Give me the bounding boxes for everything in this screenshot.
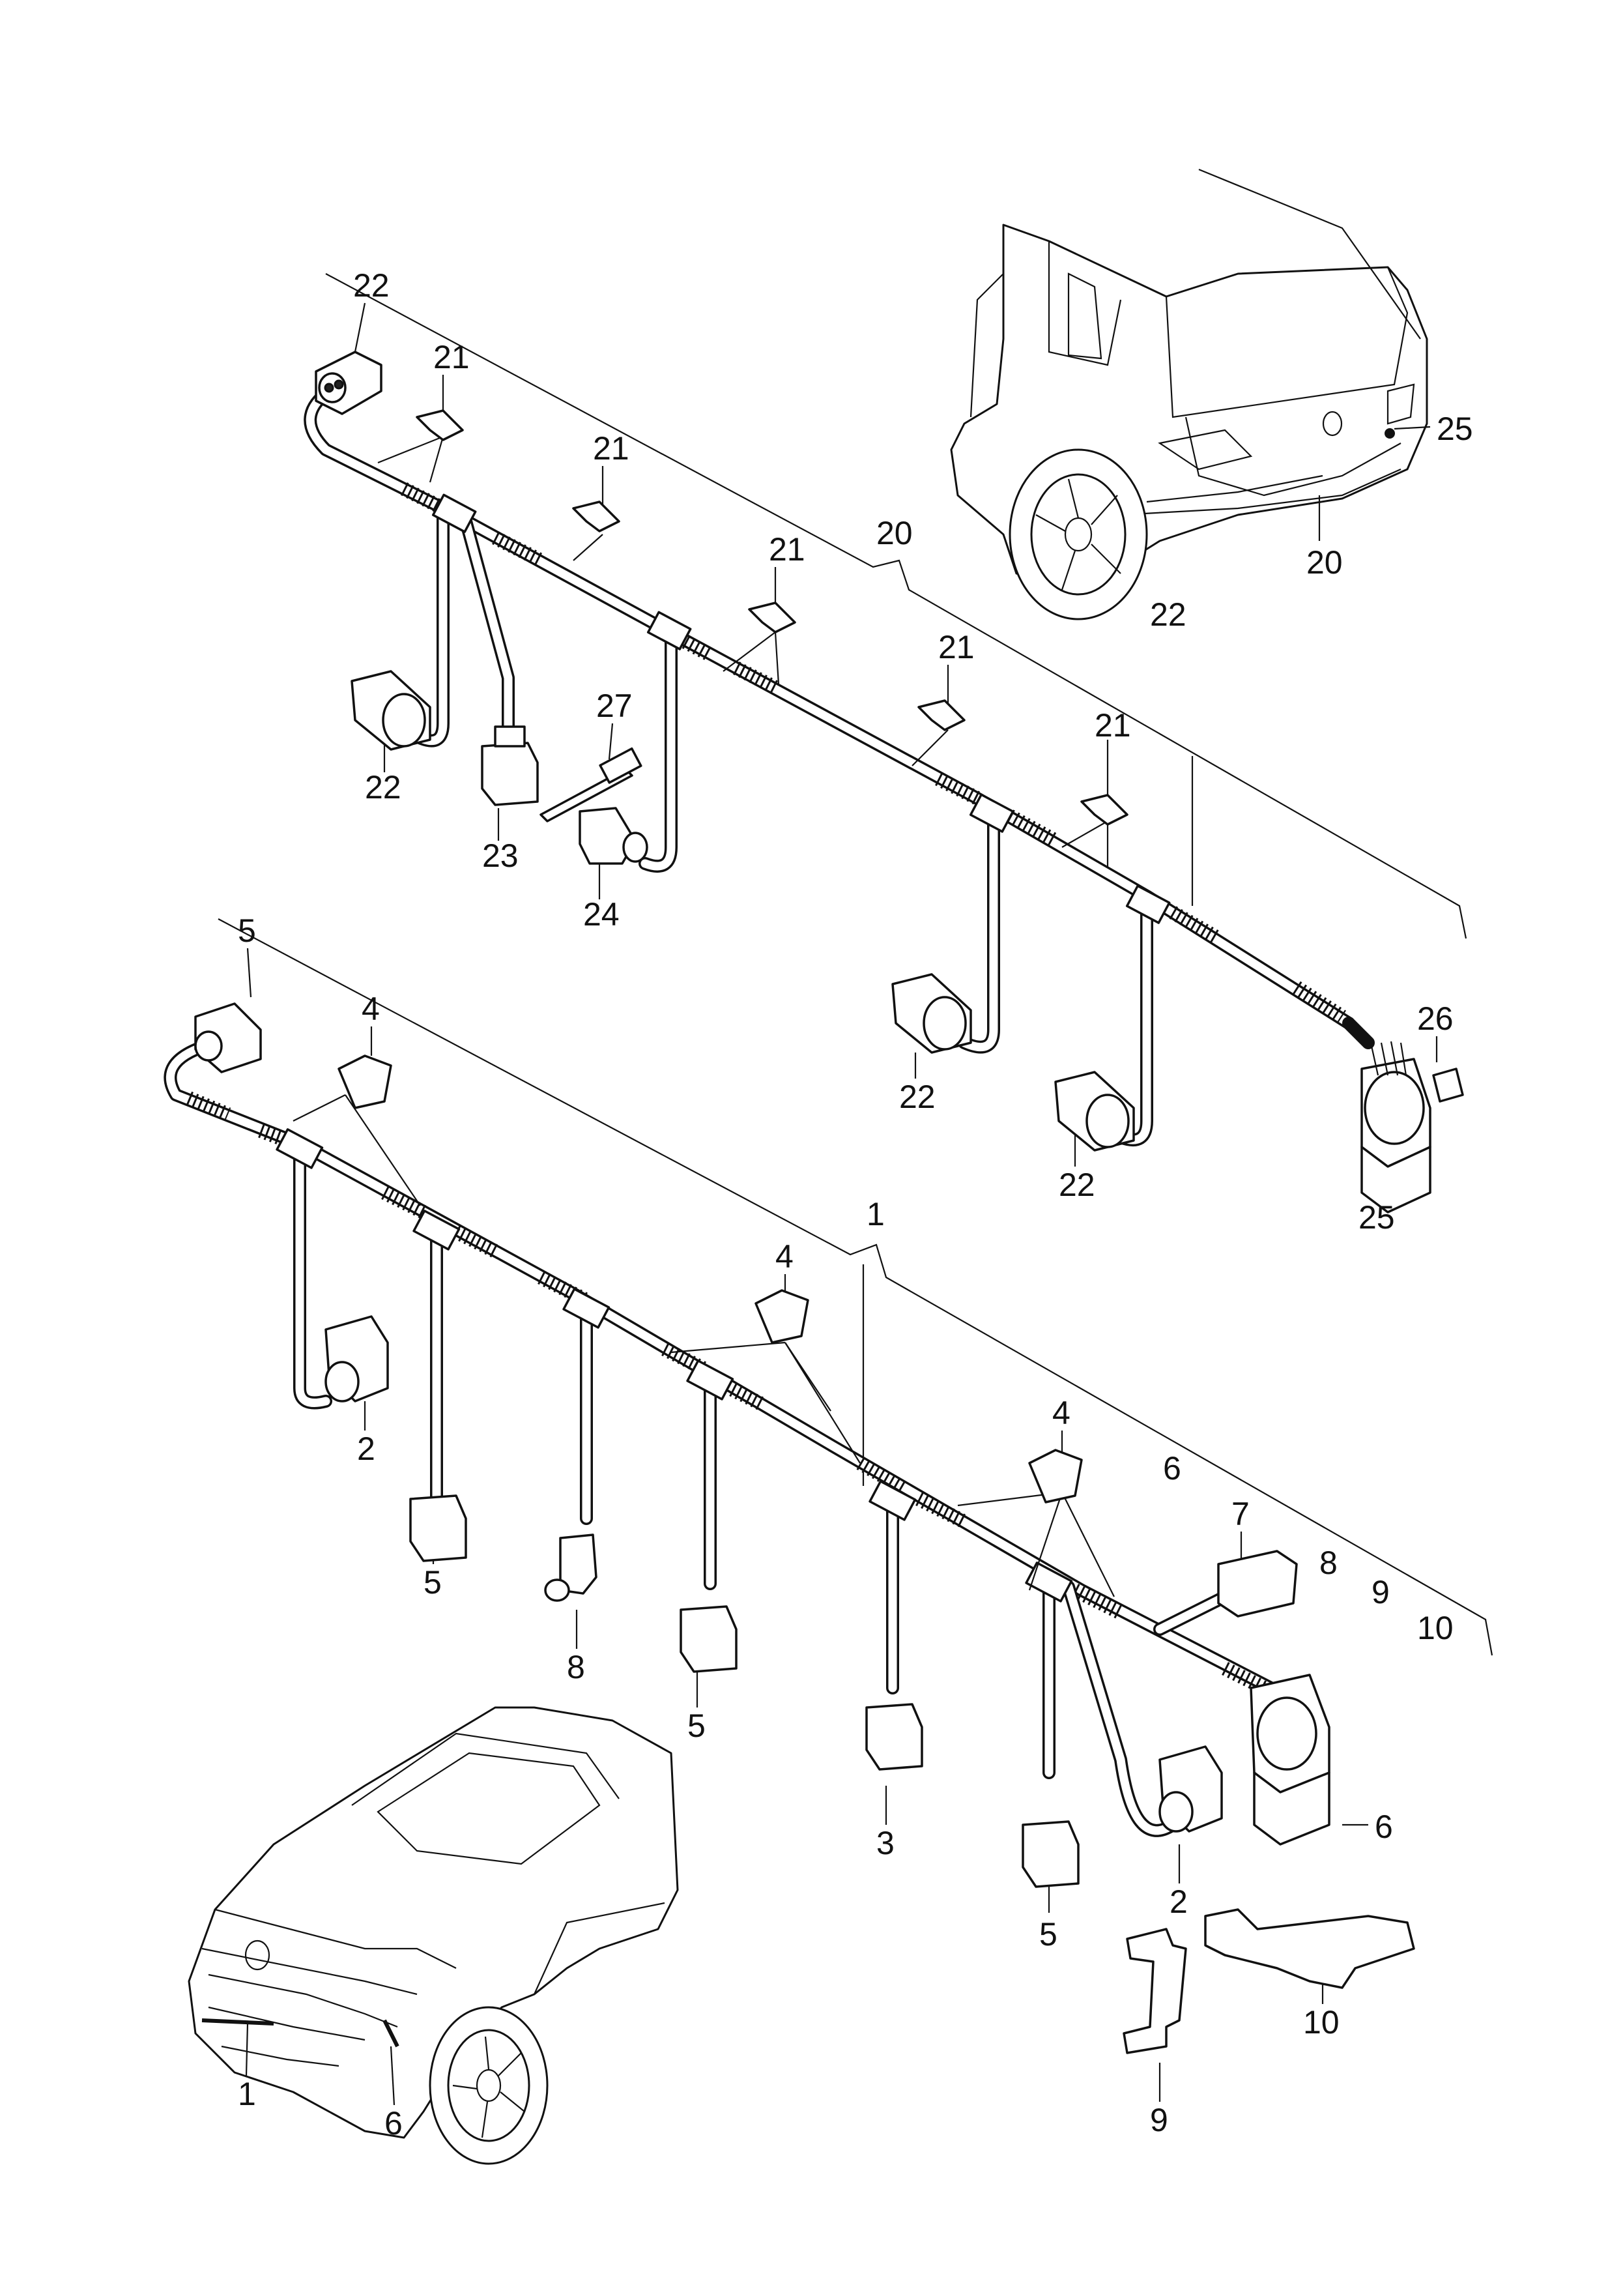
callout-5: 5 <box>238 912 256 949</box>
front-harness-1 <box>164 918 1493 2102</box>
callout-6: 6 <box>1375 1809 1393 1845</box>
callout-24: 24 <box>583 896 620 933</box>
callout-26: 26 <box>1417 1000 1454 1037</box>
callout-21: 21 <box>769 531 805 568</box>
callout-6: 6 <box>1163 1450 1181 1487</box>
callout-1: 1 <box>238 2076 256 2112</box>
callout-22: 22 <box>1150 596 1186 633</box>
callout-20: 20 <box>1306 544 1343 581</box>
callout-22: 22 <box>1059 1167 1095 1203</box>
callout-6: 6 <box>384 2105 403 2142</box>
callout-4: 4 <box>362 991 380 1027</box>
callout-21: 21 <box>593 430 629 467</box>
connector-icon <box>194 1002 1298 1888</box>
callout-3: 3 <box>876 1825 895 1861</box>
callout-20: 20 <box>876 515 913 551</box>
callout-10: 10 <box>1417 1610 1454 1646</box>
callout-2: 2 <box>1170 1883 1188 1920</box>
callout-5: 5 <box>1039 1916 1057 1953</box>
callout-10: 10 <box>1303 2004 1340 2041</box>
callout-5: 5 <box>424 1564 442 1601</box>
connector-icon <box>1250 1674 1330 1846</box>
callout-9: 9 <box>1150 2102 1168 2138</box>
callout-21: 21 <box>1095 707 1131 744</box>
callout-4: 4 <box>1052 1395 1070 1431</box>
cable-tie-icon <box>539 747 642 822</box>
vehicle-rear-icon <box>950 168 1428 620</box>
clip-icon <box>338 1054 1083 1504</box>
callout-5: 5 <box>687 1707 706 1744</box>
callout-8: 8 <box>567 1649 585 1685</box>
rear-harness-20 <box>304 273 1467 1193</box>
callout-25: 25 <box>1358 1199 1395 1236</box>
sensor-icon <box>324 1315 1223 1833</box>
connector-icon <box>1360 1041 1431 1213</box>
callout-labels: 22 21 21 21 21 21 20 27 22 23 24 25 20 2… <box>238 267 1473 2142</box>
callout-22: 22 <box>899 1079 936 1115</box>
callout-7: 7 <box>1231 1496 1250 1532</box>
callout-8: 8 <box>1319 1545 1338 1581</box>
clip-icon <box>416 409 1128 826</box>
connector-icon <box>315 351 382 415</box>
callout-1: 1 <box>867 1196 885 1232</box>
callout-27: 27 <box>596 688 633 724</box>
callout-23: 23 <box>482 837 519 874</box>
callout-9: 9 <box>1372 1574 1390 1610</box>
bracket-icon <box>1123 1908 1415 2054</box>
callout-21: 21 <box>938 629 975 665</box>
callout-2: 2 <box>357 1431 375 1467</box>
callout-22: 22 <box>365 769 401 806</box>
callout-21: 21 <box>433 339 470 375</box>
callout-4: 4 <box>775 1238 794 1275</box>
sensor-icon <box>351 670 1464 1152</box>
vehicle-front-icon <box>188 1706 679 2165</box>
callout-22: 22 <box>353 267 390 304</box>
callout-25: 25 <box>1437 411 1473 447</box>
